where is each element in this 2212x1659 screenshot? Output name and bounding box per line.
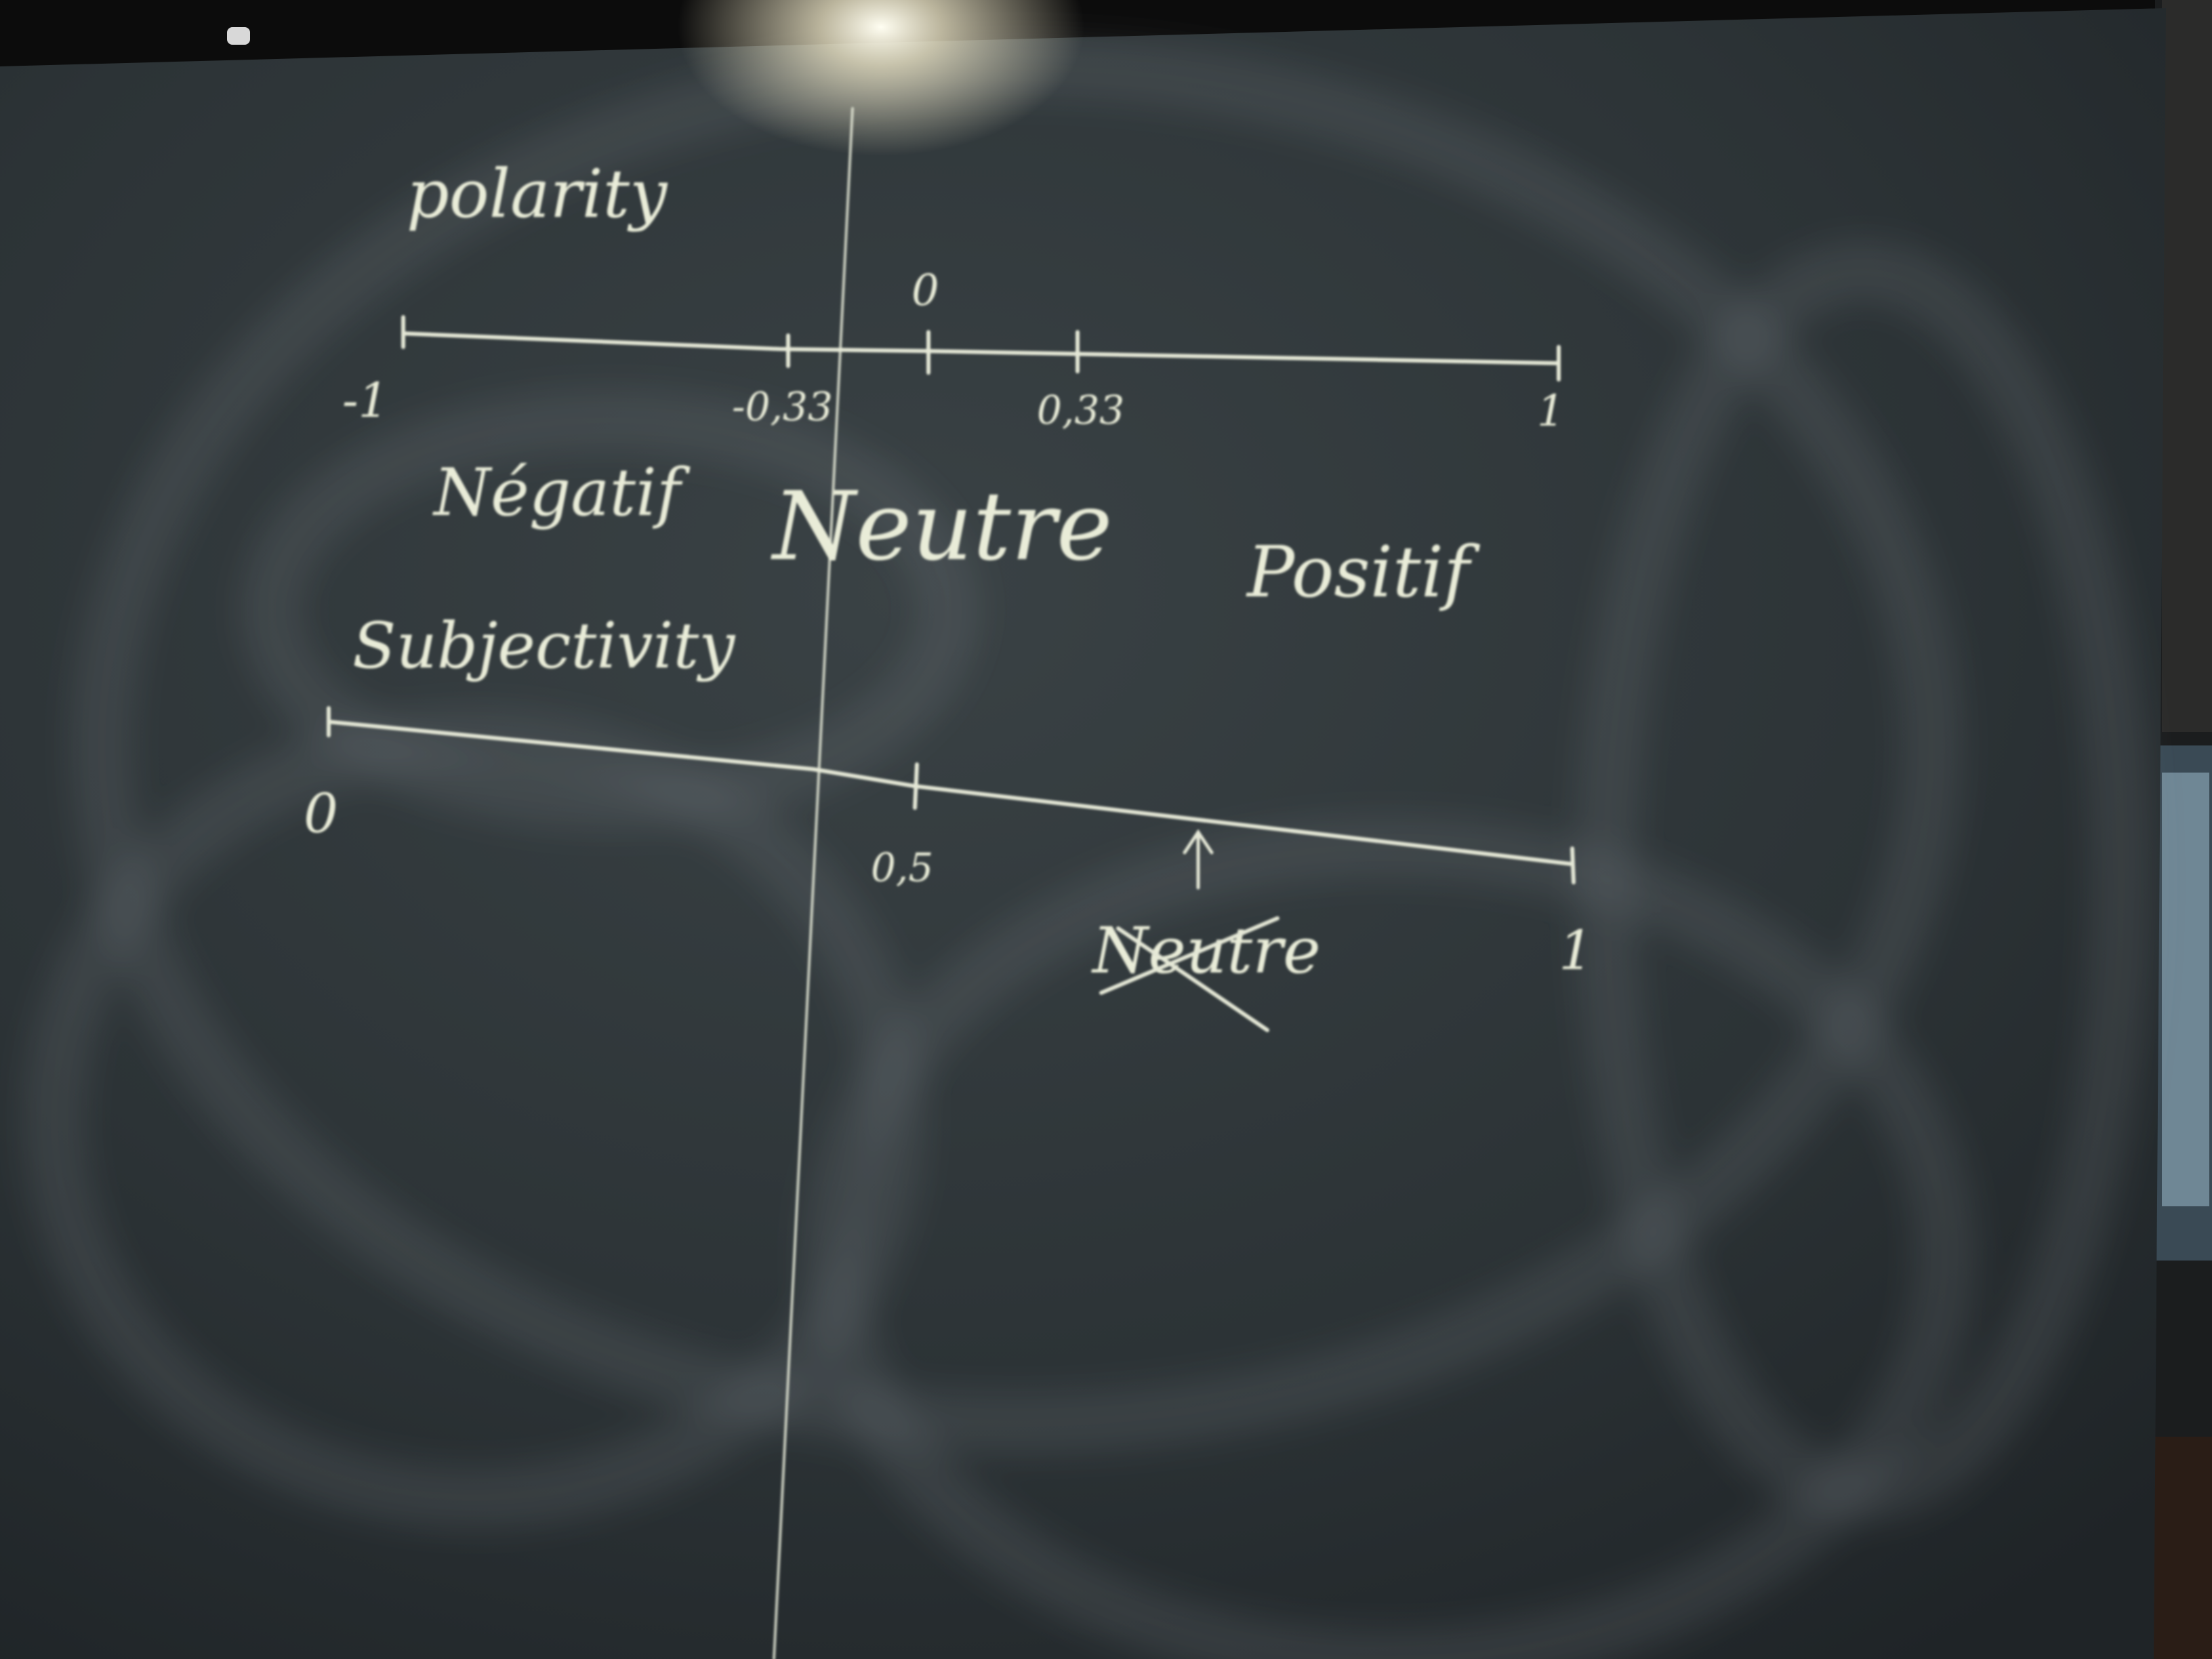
polarity-tick-label: 0,33 — [1037, 387, 1124, 433]
strike-through-icon — [1099, 916, 1279, 1032]
subjectivity-tick — [1570, 846, 1576, 884]
polarity-zero-label: 0 — [912, 266, 939, 316]
ceiling-speaker — [227, 27, 250, 45]
lamp-glare — [678, 0, 1084, 156]
polarity-tick-label: -1 — [342, 373, 388, 428]
arrow-up-icon — [1183, 829, 1214, 890]
subjectivity-axis — [327, 720, 1574, 866]
polarity-region-positive: Positif — [1246, 531, 1480, 613]
subjectivity-tick-label: 0 — [304, 782, 338, 845]
polarity-tick-label: 1 — [1537, 386, 1565, 436]
subjectivity-tick-label: 1 — [1559, 919, 1593, 982]
polarity-region-neutral: Neutre — [771, 472, 1113, 582]
polarity-region-negative: Négatif — [432, 455, 691, 531]
polarity-axis — [401, 331, 1561, 365]
polarity-tick-label: -0,33 — [732, 384, 833, 430]
subjectivity-heading: Subjectivity — [352, 609, 736, 683]
subjectivity-tick — [913, 762, 919, 810]
vertical-divider-line — [773, 107, 854, 1659]
subjectivity-crossed-word: Neutre — [1091, 914, 1321, 988]
vending-machine-glass — [2162, 773, 2209, 1206]
polarity-heading: polarity — [407, 156, 668, 233]
right-room-wall — [2162, 0, 2212, 732]
subjectivity-tick-label: 0,5 — [871, 844, 933, 890]
